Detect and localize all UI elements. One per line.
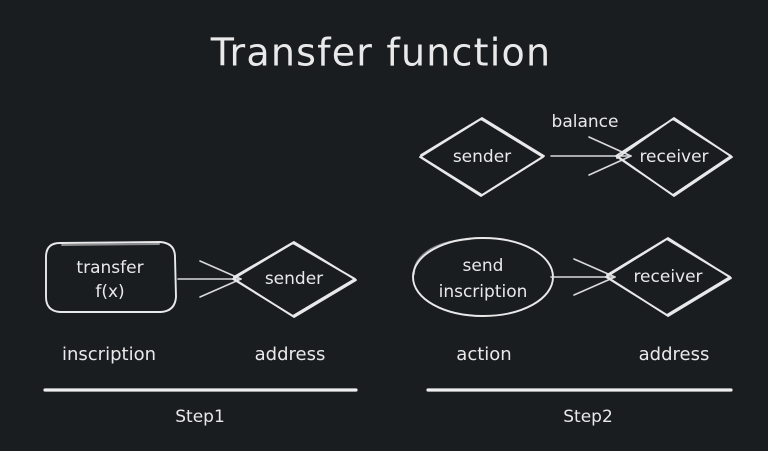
edge-step1[interactable] (177, 260, 242, 298)
step2-label: Step2 (563, 407, 613, 427)
edge-balance[interactable]: balance (550, 112, 632, 176)
node-send-inscription-label-line2: inscription (439, 282, 528, 302)
edge-balance-label: balance (552, 112, 619, 132)
node-transfer-fx-label-line1: transfer (76, 258, 143, 278)
node-transfer-fx-label-line2: f(x) (95, 282, 124, 302)
node-sender-top[interactable]: sender (419, 117, 545, 197)
node-send-inscription-label-line1: send (463, 256, 504, 276)
node-receiver-top-label: receiver (639, 147, 708, 167)
page-title: Transfer function (210, 31, 552, 75)
caption-address-step2: address (639, 344, 710, 365)
node-receiver-step2[interactable]: receiver (605, 237, 732, 317)
step2-group: send inscription receiver action address… (412, 237, 733, 427)
node-receiver-top[interactable]: receiver (615, 117, 733, 197)
node-transfer-fx[interactable]: transfer f(x) (45, 241, 177, 313)
caption-inscription: inscription (62, 344, 156, 365)
step1-label: Step1 (175, 407, 225, 427)
caption-address-step1: address (255, 344, 326, 365)
node-sender-step1-label: sender (265, 269, 323, 289)
caption-action: action (456, 344, 511, 365)
node-receiver-step2-label: receiver (633, 267, 702, 287)
step1-group: transfer f(x) sender inscription address… (43, 241, 358, 427)
top-row-group: sender balance receiver (419, 112, 733, 197)
node-sender-step1[interactable]: sender (232, 241, 357, 318)
node-send-inscription[interactable]: send inscription (412, 237, 554, 317)
node-sender-top-label: sender (453, 147, 511, 167)
